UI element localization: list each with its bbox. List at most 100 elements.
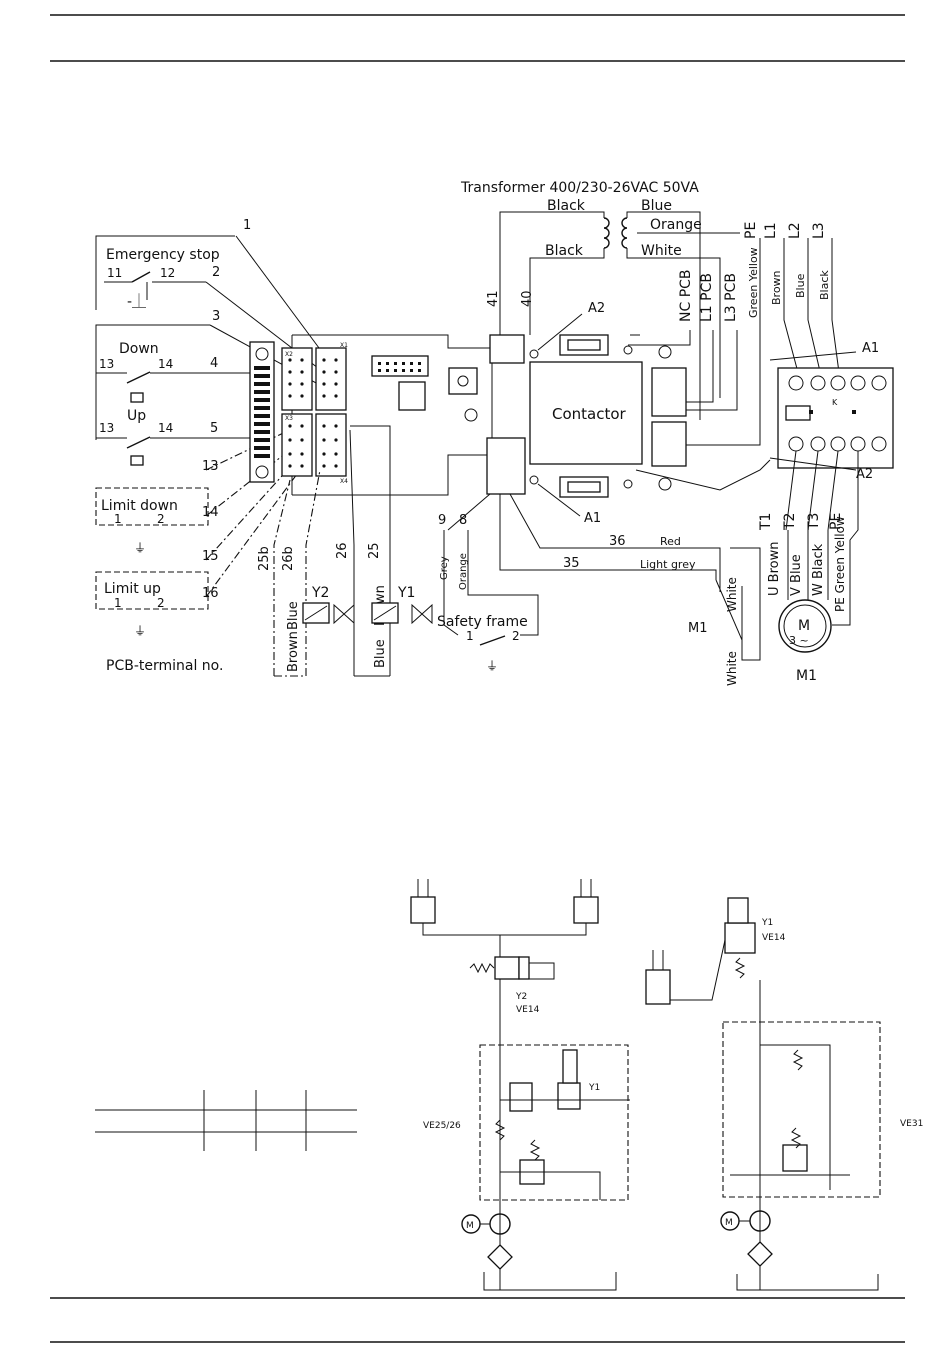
strip-screw-top: [255, 347, 269, 361]
hyd-label-ve14-left: VE14: [516, 1005, 540, 1015]
pcb-outline-left: [292, 334, 493, 496]
wire-label-light-grey: Light grey: [640, 558, 696, 571]
fuse-top-element: [567, 339, 601, 351]
wire-contactor-to-motor: [635, 459, 771, 491]
pcb-aux-connector: [486, 437, 526, 495]
terminal-5: 5: [210, 421, 218, 436]
valve-y1-label: Y1: [397, 585, 415, 601]
valve-y2-hyd: [494, 956, 520, 980]
solenoid-y1-mark: [373, 605, 397, 621]
valve-y2-label: Y2: [311, 585, 329, 601]
terminal-9: 9: [438, 513, 446, 528]
up-contact-14: 14: [158, 421, 173, 435]
wire-pe-motor: [832, 451, 859, 626]
pcb-screw-right-bottom: [658, 477, 672, 491]
wire-terminal-1: [235, 235, 323, 353]
transformer-secondary-coil: [621, 217, 628, 249]
wire-a2-right: [769, 457, 857, 471]
wire-safety-up: [447, 493, 491, 531]
terminal-35: 35: [563, 556, 580, 571]
hyd-label-y1-right: Y1: [761, 918, 773, 928]
safety-actuator-icon: ⏚: [486, 659, 498, 673]
terminal-a2-right: A2: [856, 467, 873, 482]
ic-chip: [398, 381, 426, 411]
terminal-8: 8: [459, 513, 467, 528]
hyd-label-ve31: VE31: [900, 1119, 923, 1129]
strip-slots: [254, 366, 270, 458]
valve-y2-hyd-coil: [529, 962, 555, 980]
terminal-l2: L2: [787, 222, 803, 239]
limit-up-actuator-icon: ⏚: [134, 624, 146, 638]
connector-x1-block: [315, 347, 347, 411]
hyd-filter-left: [487, 1244, 513, 1270]
ribbon-header-pins: [378, 362, 421, 372]
transformer-primary-coil: [603, 217, 610, 249]
a2-terminal-dot: [529, 349, 539, 359]
up-switch-blade: [126, 436, 151, 449]
wire-l3-supply: [831, 238, 841, 381]
terminal-2: 2: [212, 265, 220, 280]
wire-light-grey: [499, 494, 717, 580]
down-contact-13: 13: [99, 357, 114, 371]
label-l3-pcb: L3 PCB: [723, 273, 739, 322]
limit-up-enclosure: [95, 571, 209, 610]
hyd-ve31-relief: [782, 1144, 808, 1172]
hyd-tank-left: [483, 1272, 617, 1291]
wire-label-black-1: Black: [547, 198, 586, 214]
motor-contactor-indicator: [785, 405, 811, 421]
hyd-line-right-cyl: [670, 939, 726, 1001]
wire-black-1: [499, 211, 605, 335]
down-label: Down: [119, 341, 159, 357]
hyd-label-m-left: M: [466, 1221, 474, 1231]
terminal-l3: L3: [811, 222, 827, 239]
wire-safety-8: [467, 530, 539, 636]
label-white-2: White: [725, 651, 739, 686]
wire-red: [509, 493, 721, 592]
hyd-valve-y1-right: [724, 922, 756, 954]
wire-l3-pcb: [686, 330, 738, 411]
hyd-y1-solenoid: [562, 1049, 578, 1084]
terminal-16: 16: [202, 586, 219, 601]
wire-label-black-2: Black: [545, 243, 584, 259]
hyd-line-cylinders: [422, 923, 587, 936]
terminal-26b: 26b: [281, 546, 296, 571]
limit-down-label: Limit down: [101, 498, 178, 514]
down-contact-14: 14: [158, 357, 173, 371]
up-pushbutton-icon: [130, 455, 144, 466]
pcb-right-connector-bottom: [651, 421, 687, 467]
pcb-terminal-dot-right-bottom: [623, 479, 633, 489]
limit-up-contact-1: 1: [114, 596, 122, 610]
terminal-25: 25: [367, 542, 382, 559]
connector-x2-block: [281, 347, 313, 411]
terminal-l1: L1: [763, 222, 779, 239]
limit-up-label: Limit up: [104, 581, 161, 597]
label-u-brown: U Brown: [767, 542, 782, 596]
pcb-potentiometer: [464, 408, 478, 422]
label-white-1: White: [725, 577, 739, 612]
connector-x4-label: X4: [340, 478, 348, 485]
label-blue-y2: Blue: [286, 601, 301, 630]
contactor-block: [529, 361, 643, 465]
terminal-4: 4: [210, 356, 218, 371]
pcb-right-connector-top: [651, 367, 687, 417]
connector-x4-block: [315, 413, 347, 477]
label-blue-y1: Blue: [373, 639, 388, 668]
wire-a1-right: [769, 351, 857, 361]
terminal-26: 26: [335, 542, 350, 559]
pcb-terminal-note: PCB-terminal no.: [106, 658, 223, 674]
hyd-tank-right: [736, 1274, 879, 1291]
up-label: Up: [127, 408, 146, 424]
down-pushbutton-icon: [130, 392, 144, 403]
valve-y2-symbol: [333, 603, 355, 625]
hyd-label-ve14-right: VE14: [762, 933, 786, 943]
transformer-label: Transformer 400/230-26VAC 50VA: [460, 180, 699, 196]
valve-y2-hyd-solenoid: [518, 956, 530, 980]
hyd-ve31-spring-2: [790, 1127, 802, 1149]
limit-down-contact-2: 2: [157, 512, 165, 526]
wire-white: [626, 248, 721, 398]
terminal-3: 3: [212, 309, 220, 324]
label-nc-pcb: NC PCB: [678, 269, 694, 322]
terminal-40: 40: [520, 290, 535, 307]
estop-contact-11: 11: [107, 266, 122, 280]
